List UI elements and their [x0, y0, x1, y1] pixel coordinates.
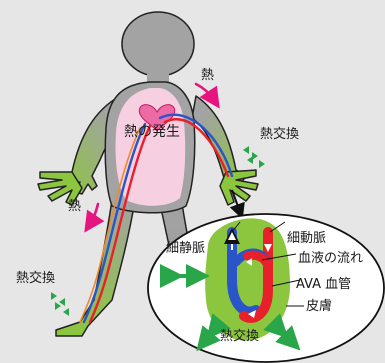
- skin-label: 皮膚: [306, 300, 332, 313]
- heat-exchange-right-label: 熱交換: [260, 128, 299, 141]
- exchange-chevrons-left: [51, 292, 69, 316]
- heat-exchange-left-label: 熱交換: [16, 272, 55, 285]
- exchange-chevrons-right: [243, 146, 265, 168]
- left-leg: [56, 200, 134, 336]
- heat-lower-label: 熱: [68, 200, 81, 213]
- blood-flow-label: 血液の流れ: [298, 252, 363, 265]
- ava-vessel-label: AVA 血管: [296, 278, 351, 291]
- small-vein-label: 細静脈: [166, 242, 205, 255]
- heat-generation-label: 熱の発生: [124, 125, 180, 139]
- head: [122, 12, 194, 76]
- heat-upper-label: 熱: [201, 69, 214, 82]
- heat-arrow-lower: [90, 204, 98, 224]
- right-hand: [220, 170, 258, 205]
- heat-exchange-inset-label: 熱交換: [220, 330, 259, 343]
- small-artery-label: 細動脈: [287, 232, 326, 245]
